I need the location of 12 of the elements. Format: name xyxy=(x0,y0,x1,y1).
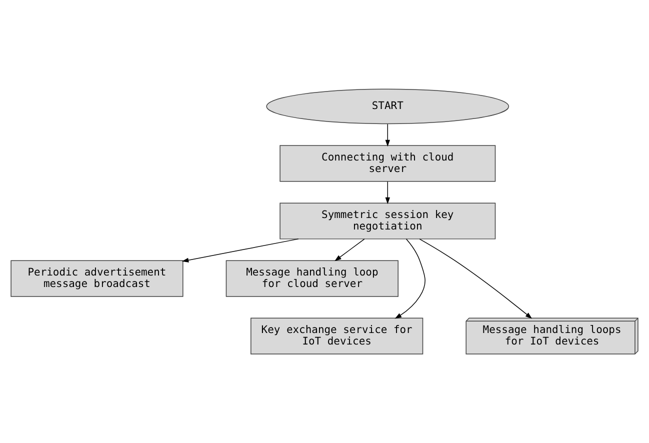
arrow xyxy=(419,238,532,319)
arrow xyxy=(385,124,390,147)
node-box: Key exchange service for IoT devices xyxy=(250,318,424,354)
arrow xyxy=(394,238,426,319)
arrow xyxy=(385,181,390,204)
arrow xyxy=(182,238,299,262)
node-box: Periodic advertisement message broadcast xyxy=(10,260,184,297)
arrow xyxy=(334,238,365,262)
node-box: Message handling loop for cloud server xyxy=(226,260,398,297)
node-ellipse: START xyxy=(266,88,510,124)
node-box: Connecting with cloud server xyxy=(280,145,496,182)
node-box: Symmetric session key negotiation xyxy=(280,202,496,240)
